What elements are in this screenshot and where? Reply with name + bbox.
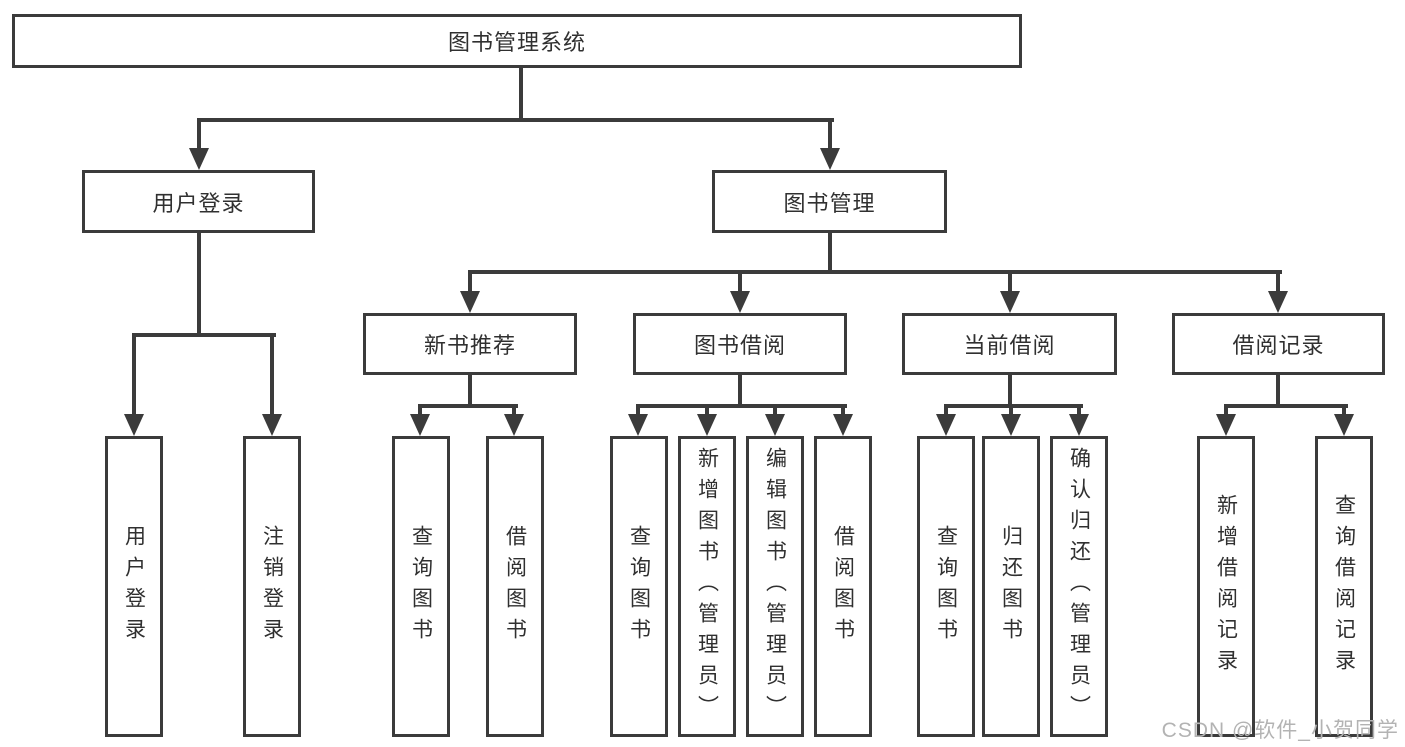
leaf-edit-book-admin: 编辑图书（管理员） xyxy=(746,436,804,737)
node-label: 编辑图书（管理员） xyxy=(763,447,787,726)
node-label: 查询借阅记录 xyxy=(1332,493,1356,680)
leaf-logout-login: 注销登录 xyxy=(243,436,301,737)
arrowhead-icon xyxy=(189,148,209,170)
arrowhead-icon xyxy=(833,414,853,436)
line-segment xyxy=(636,404,847,408)
line-segment xyxy=(468,270,1282,274)
node-label: 查询图书 xyxy=(409,524,433,649)
watermark: CSDN @软件_小贺同学 xyxy=(1161,719,1399,742)
arrowhead-icon xyxy=(936,414,956,436)
arrowhead-icon xyxy=(1268,291,1288,313)
node-book-borrow: 图书借阅 xyxy=(633,313,847,375)
leaf-borrow-book-2: 借阅图书 xyxy=(814,436,872,737)
node-current-borrow: 当前借阅 xyxy=(902,313,1117,375)
line-segment xyxy=(705,404,709,416)
node-label: 图书管理 xyxy=(783,190,876,216)
line-segment xyxy=(1276,270,1280,293)
arrowhead-icon xyxy=(410,414,430,436)
arrowhead-icon xyxy=(765,414,785,436)
line-segment xyxy=(197,118,201,150)
leaf-query-borrow-record: 查询借阅记录 xyxy=(1315,436,1373,737)
arrowhead-icon xyxy=(1001,414,1021,436)
line-segment xyxy=(132,333,136,416)
node-user-login: 用户登录 xyxy=(82,170,315,233)
line-segment xyxy=(519,66,523,120)
line-segment xyxy=(197,231,201,335)
leaf-query-book-2: 查询图书 xyxy=(610,436,668,737)
line-segment xyxy=(1224,404,1228,416)
arrowhead-icon xyxy=(697,414,717,436)
line-segment xyxy=(468,270,472,293)
node-label: 用户登录 xyxy=(152,190,245,216)
line-segment xyxy=(270,333,274,416)
node-root-label: 图书管理系统 xyxy=(447,30,586,55)
arrowhead-icon xyxy=(1069,414,1089,436)
node-label: 查询图书 xyxy=(627,524,651,649)
arrowhead-icon xyxy=(820,148,840,170)
leaf-borrow-book-1: 借阅图书 xyxy=(486,436,544,737)
node-borrow-records: 借阅记录 xyxy=(1172,313,1385,375)
leaf-query-book-1: 查询图书 xyxy=(392,436,450,737)
arrowhead-icon xyxy=(628,414,648,436)
line-segment xyxy=(418,404,518,408)
leaf-user-login: 用户登录 xyxy=(105,436,163,737)
leaf-query-book-3: 查询图书 xyxy=(917,436,975,737)
line-segment xyxy=(828,231,832,272)
line-segment xyxy=(1008,270,1012,293)
line-segment xyxy=(828,118,832,150)
line-segment xyxy=(1009,404,1013,416)
node-root: 图书管理系统 xyxy=(12,14,1022,68)
line-segment xyxy=(1342,404,1346,416)
node-label: 注销登录 xyxy=(260,524,284,649)
line-segment xyxy=(1008,373,1012,406)
arrowhead-icon xyxy=(504,414,524,436)
node-label: 确认归还（管理员） xyxy=(1067,447,1091,726)
arrowhead-icon xyxy=(1216,414,1236,436)
line-segment xyxy=(512,404,516,416)
line-segment xyxy=(1276,373,1280,406)
node-label: 用户登录 xyxy=(122,524,146,649)
line-segment xyxy=(197,118,834,122)
leaf-add-borrow-record: 新增借阅记录 xyxy=(1197,436,1255,737)
line-segment xyxy=(636,404,640,416)
line-segment xyxy=(773,404,777,416)
arrowhead-icon xyxy=(730,291,750,313)
leaf-add-book-admin: 新增图书（管理员） xyxy=(678,436,736,737)
node-label: 新增借阅记录 xyxy=(1214,493,1238,680)
line-segment xyxy=(468,373,472,406)
line-segment xyxy=(738,373,742,406)
arrowhead-icon xyxy=(262,414,282,436)
line-segment xyxy=(944,404,948,416)
node-label: 当前借阅 xyxy=(963,333,1056,358)
leaf-confirm-return-admin: 确认归还（管理员） xyxy=(1050,436,1108,737)
node-label: 借阅图书 xyxy=(831,524,855,649)
node-label: 图书借阅 xyxy=(693,333,786,358)
arrowhead-icon xyxy=(124,414,144,436)
line-segment xyxy=(944,404,1083,408)
leaf-return-book: 归还图书 xyxy=(982,436,1040,737)
line-segment xyxy=(841,404,845,416)
line-segment xyxy=(418,404,422,416)
arrowhead-icon xyxy=(460,291,480,313)
node-label: 新增图书（管理员） xyxy=(695,447,719,726)
node-label: 查询图书 xyxy=(934,524,958,649)
line-segment xyxy=(132,333,276,337)
line-segment xyxy=(1224,404,1348,408)
node-label: 新书推荐 xyxy=(423,333,516,358)
line-segment xyxy=(738,270,742,293)
node-new-book-recommend: 新书推荐 xyxy=(363,313,577,375)
line-segment xyxy=(1077,404,1081,416)
node-label: 归还图书 xyxy=(999,524,1023,649)
node-label: 借阅记录 xyxy=(1232,333,1325,358)
node-label: 借阅图书 xyxy=(503,524,527,649)
arrowhead-icon xyxy=(1000,291,1020,313)
node-book-management: 图书管理 xyxy=(712,170,947,233)
arrowhead-icon xyxy=(1334,414,1354,436)
